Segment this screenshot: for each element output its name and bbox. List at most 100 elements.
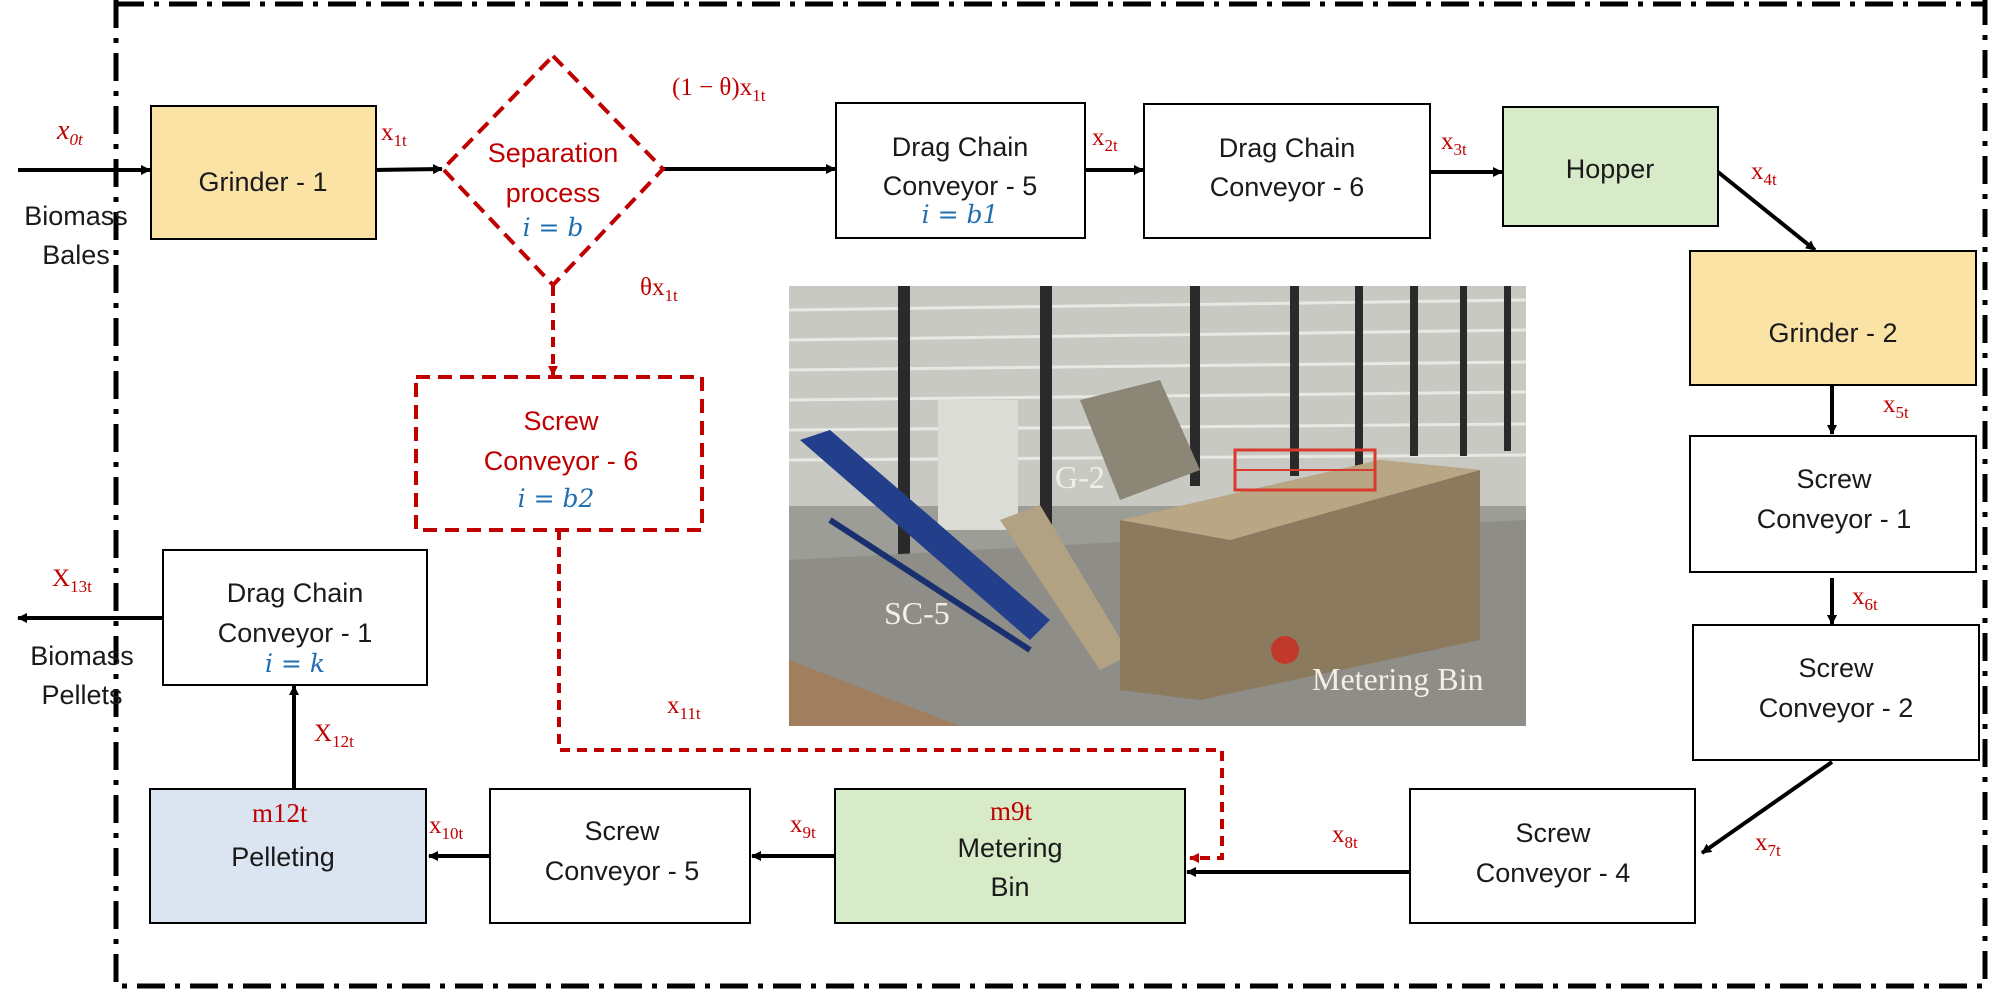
dcc1-label-2: Conveyor - 1 — [218, 618, 373, 648]
dcc1-index: i = k — [265, 649, 325, 678]
flow-x1t: x1t — [381, 119, 407, 150]
flow-one-minus-theta-sub: 1t — [752, 86, 766, 105]
sc6-index: i = b2 — [518, 484, 595, 513]
flow-x11t: x11t — [667, 692, 701, 723]
grinder-1: Grinder - 1 — [150, 105, 377, 240]
dcc5-index: i = b1 — [922, 200, 999, 229]
drag-chain-conveyor-6: Drag Chain Conveyor - 6 — [1143, 103, 1431, 239]
flow-x5t-base: x — [1883, 391, 1896, 418]
photo-label-sc5: SC-5 — [884, 595, 950, 631]
dcc6-label-2: Conveyor - 6 — [1210, 172, 1365, 202]
separation-index: i = b — [523, 213, 584, 242]
flow-x12t-sub: 12t — [332, 732, 354, 751]
flow-x9t-base: x — [790, 811, 803, 838]
flow-x6t-base: x — [1852, 583, 1865, 610]
drag-chain-conveyor-1: Drag Chain Conveyor - 1 i = k — [162, 549, 428, 686]
flow-x13t-base: X — [52, 565, 70, 592]
flow-x10t: x10t — [429, 812, 464, 843]
pelleting-label: Pelleting — [231, 842, 335, 872]
flow-x7t-base: x — [1755, 829, 1768, 856]
facility-photo: G-2 SC-5 Metering Bin — [788, 286, 1527, 726]
sc5-label-2: Conveyor - 5 — [545, 856, 700, 886]
input-label-2: Bales — [42, 240, 110, 270]
flow-x2t: x2t — [1092, 124, 1118, 155]
flow-x8t: x8t — [1332, 821, 1358, 852]
flow-x4t-base: x — [1751, 158, 1764, 185]
pelleting: m12t Pelleting — [149, 788, 427, 924]
flow-x10t-sub: 10t — [442, 824, 464, 843]
drag-chain-conveyor-5: Drag Chain Conveyor - 5 i = b1 — [835, 102, 1086, 239]
flow-x2t-sub: 2t — [1105, 136, 1119, 155]
flow-x3t: x3t — [1441, 128, 1467, 159]
flow-theta-sub: 1t — [664, 286, 678, 305]
flow-x0t-base: x — [56, 115, 70, 146]
flow-theta: θx1t — [640, 274, 678, 305]
metering-bin-label-1: Metering — [957, 833, 1062, 863]
sc6-label-1: Screw — [523, 406, 599, 436]
sc4-label-2: Conveyor - 4 — [1476, 858, 1631, 888]
metering-bin: m9t Metering Bin — [834, 788, 1186, 924]
flow-x10t-base: x — [429, 812, 442, 839]
metering-bin-mass: m9t — [990, 796, 1033, 826]
screw-conveyor-6: Screw Conveyor - 6 i = b2 — [414, 375, 704, 532]
grinder-1-label: Grinder - 1 — [198, 167, 327, 197]
flow-x0t: x0t — [56, 115, 84, 149]
flow-x3t-base: x — [1441, 128, 1454, 155]
dcc5-label-1: Drag Chain — [892, 132, 1029, 162]
flow-x9t-sub: 9t — [803, 823, 817, 842]
sc2-label-1: Screw — [1798, 653, 1874, 683]
flow-x5t-sub: 5t — [1896, 403, 1910, 422]
photo-label-metering-bin: Metering Bin — [1312, 661, 1484, 697]
sc1-label-2: Conveyor - 1 — [1757, 504, 1912, 534]
flow-x8t-sub: 8t — [1345, 833, 1359, 852]
sc2-label-2: Conveyor - 2 — [1759, 693, 1914, 723]
flow-x6t-sub: 6t — [1865, 595, 1879, 614]
screw-conveyor-1: Screw Conveyor - 1 — [1689, 435, 1977, 573]
sc4-label-1: Screw — [1515, 818, 1591, 848]
separation-label-2: process — [506, 178, 601, 208]
metering-bin-label-2: Bin — [990, 872, 1029, 902]
flow-one-minus-theta: (1 − θ)x1t — [672, 74, 766, 105]
flow-x4t-sub: 4t — [1764, 170, 1778, 189]
output-label-2: Pellets — [41, 680, 122, 710]
hopper: Hopper — [1502, 106, 1719, 227]
flow-x12t-base: X — [314, 720, 332, 747]
grinder-2: Grinder - 2 — [1689, 250, 1977, 386]
pelleting-mass: m12t — [252, 798, 308, 828]
flow-x1t-base: x — [381, 119, 394, 146]
flow-x13t-sub: 13t — [70, 577, 92, 596]
flow-x4t: x4t — [1751, 158, 1777, 189]
grinder-2-label: Grinder - 2 — [1768, 318, 1897, 348]
separation-process: Separation process i = b — [440, 53, 666, 288]
sc5-label-1: Screw — [584, 816, 660, 846]
photo-label-g2: G-2 — [1055, 459, 1105, 495]
pelleting-mass-text: m12t — [252, 798, 308, 828]
flow-x9t: x9t — [790, 811, 816, 842]
connectors — [17, 164, 1837, 877]
flow-x7t: x7t — [1755, 829, 1781, 860]
flow-theta-base: θx — [640, 274, 665, 301]
flow-x13t: X13t — [52, 565, 92, 596]
screw-conveyor-5: Screw Conveyor - 5 — [489, 788, 751, 924]
flow-x1t-sub: 1t — [394, 131, 408, 150]
sc6-label-2: Conveyor - 6 — [484, 446, 639, 476]
flow-x3t-sub: 3t — [1454, 140, 1468, 159]
flow-x11t-sub: 11t — [680, 704, 701, 723]
flow-x8t-base: x — [1332, 821, 1345, 848]
flow-x6t: x6t — [1852, 583, 1878, 614]
flow-x11t-base: x — [667, 692, 680, 719]
flow-x12t: X12t — [314, 720, 354, 751]
sc1-label-1: Screw — [1796, 464, 1872, 494]
separation-label-1: Separation — [488, 138, 619, 168]
flow-x2t-base: x — [1092, 124, 1105, 151]
screw-conveyor-4: Screw Conveyor - 4 — [1409, 788, 1696, 924]
output-label-1: Biomass — [30, 641, 134, 671]
metering-bin-mass-text: m9t — [990, 796, 1033, 826]
input-label-1: Biomass — [24, 201, 128, 231]
dcc1-label-1: Drag Chain — [227, 578, 364, 608]
flow-x5t: x5t — [1883, 391, 1909, 422]
dcc5-label-2: Conveyor - 5 — [883, 171, 1038, 201]
system-boundary — [113, 0, 1988, 989]
flow-one-minus-theta-base: (1 − θ)x — [672, 74, 753, 101]
hopper-label: Hopper — [1566, 154, 1655, 184]
